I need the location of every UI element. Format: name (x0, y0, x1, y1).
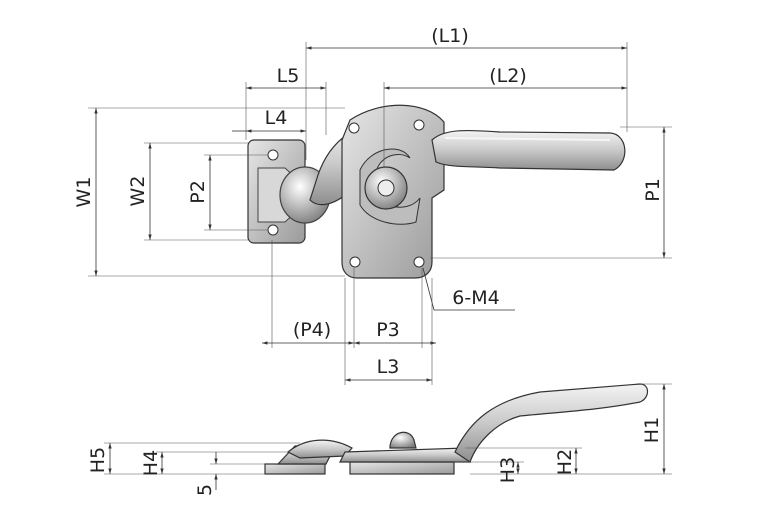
dim-W2: W2 (127, 142, 248, 241)
leader-6-M4: 6-M4 (422, 267, 515, 311)
mount-hole-icon (348, 122, 360, 134)
mount-hole-icon (349, 256, 361, 268)
dim-label-P4: (P4) (293, 319, 331, 341)
dim-label-H5: H5 (87, 447, 109, 473)
dim-5: 5 (194, 452, 265, 496)
mount-hole-icon (413, 256, 425, 268)
dim-label-W1: W1 (73, 177, 95, 208)
dim-label-W2: W2 (127, 176, 149, 207)
dim-H4: H4 (140, 450, 290, 476)
dim-label-5: 5 (194, 484, 216, 496)
dim-label-H2: H2 (554, 449, 576, 475)
handle-lever-side (454, 383, 649, 463)
screw-hole-icon (267, 149, 279, 161)
dim-label-P1: P1 (642, 178, 664, 202)
dim-H2: H2 (465, 447, 582, 475)
dim-label-H3: H3 (497, 457, 519, 483)
dim-label-H1: H1 (641, 417, 663, 443)
dim-label-P3: P3 (376, 319, 400, 341)
dim-H3: H3 (454, 457, 524, 483)
dim-P1: P1 (430, 126, 672, 259)
top-view (247, 104, 626, 279)
side-view (264, 383, 649, 475)
dim-label-L4: L4 (265, 107, 288, 129)
dim-label-L3: L3 (377, 356, 400, 378)
dim-label-L2: (L2) (489, 65, 527, 87)
dim-label-L1: (L1) (431, 25, 469, 47)
dim-L4: L4 (232, 107, 306, 133)
mount-hole-icon (413, 119, 425, 131)
dim-label-H4: H4 (140, 450, 162, 476)
dim-label-P2: P2 (187, 180, 209, 204)
dim-H5: H5 (87, 442, 300, 475)
handle-lever (431, 129, 626, 171)
dim-L2: (L2) (383, 65, 627, 168)
dim-P3-P4: (P4) P3 (262, 240, 436, 348)
dim-L1: (L1) (305, 25, 628, 160)
dim-H1: H1 (470, 383, 672, 475)
screw-hole-icon (267, 224, 279, 236)
dim-P2: P2 (187, 154, 268, 231)
dim-L3: L3 (344, 278, 433, 385)
dim-W1: W1 (73, 107, 345, 277)
dim-label-L5: L5 (277, 65, 300, 87)
dim-label-6-M4: 6-M4 (452, 287, 499, 309)
